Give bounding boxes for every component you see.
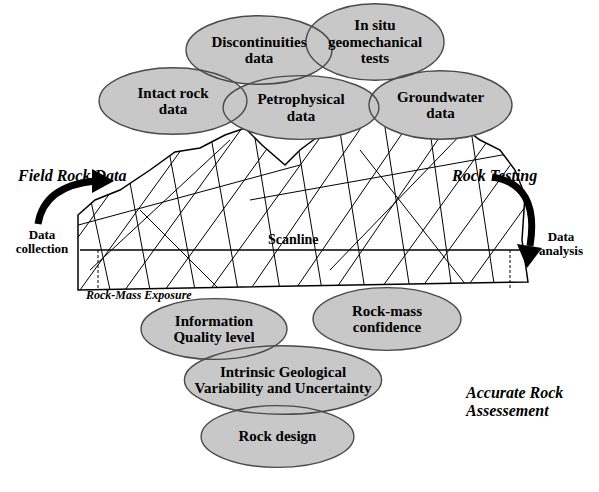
text-label: Accurate Rock Assessement: [466, 384, 594, 419]
node-label: Intact rock data: [127, 85, 219, 118]
text-label: Rock-Mass Exposure: [86, 289, 246, 302]
text-label: Scanline: [268, 232, 348, 247]
ellipse-node: Rock design: [200, 405, 355, 468]
ellipse-node: Information Quality level: [140, 298, 288, 360]
node-text-box: Discontinuities data: [185, 15, 333, 85]
ellipse-outline: [184, 346, 381, 415]
scanline: [80, 249, 522, 251]
ellipse-outline: [369, 71, 512, 140]
node-label: In situ geomechanical tests: [325, 17, 425, 67]
ellipse-outline: [313, 288, 461, 351]
node-label: Rock-mass confidence: [342, 303, 432, 336]
node-text-box: Intact rock data: [98, 67, 248, 135]
scanline-end: [98, 250, 99, 290]
text-label: Rock Testing: [452, 167, 592, 185]
node-text-box: Information Quality level: [140, 298, 288, 360]
ellipse-node: In situ geomechanical tests: [305, 3, 445, 81]
ellipse-outline: [223, 76, 379, 140]
ellipse-outline: [306, 4, 444, 80]
ellipse-outline: [141, 299, 287, 360]
node-label: Discontinuities data: [203, 34, 315, 67]
text-label: Field Rock Data: [18, 167, 168, 185]
ellipse-node: Intrinsic Geological Variability and Unc…: [183, 345, 383, 415]
ellipse-outline: [201, 406, 354, 468]
node-text-box: Petrophysical data: [222, 75, 380, 140]
node-text-box: Rock-mass confidence: [312, 287, 462, 351]
curved-arrow: [492, 177, 532, 246]
ellipse-outline: [201, 406, 354, 468]
ellipse-node: Petrophysical data: [222, 75, 380, 140]
ellipse-outline: [313, 288, 461, 351]
text-label: Data analysis: [530, 230, 592, 259]
ellipse-node: Rock-mass confidence: [312, 287, 462, 351]
node-text-box: Intrinsic Geological Variability and Unc…: [183, 345, 383, 415]
ellipse-node: Groundwater data: [368, 70, 513, 140]
node-label: Information Quality level: [164, 313, 264, 346]
text-label: Data collection: [12, 228, 72, 257]
ellipse-outline: [141, 299, 287, 360]
scanline-end: [510, 250, 511, 288]
node-text-box: In situ geomechanical tests: [305, 3, 445, 81]
arrow-head: [517, 244, 542, 268]
ellipse-node: Intact rock data: [98, 67, 248, 135]
ellipse-node: Discontinuities data: [185, 15, 333, 85]
ellipse-outline: [369, 71, 512, 140]
node-label: Petrophysical data: [251, 91, 351, 124]
ellipse-outline: [306, 4, 444, 80]
node-label: Rock design: [239, 428, 317, 445]
curved-arrow: [38, 181, 95, 224]
node-label: Groundwater data: [393, 89, 488, 122]
node-text-box: Groundwater data: [368, 70, 513, 140]
ellipse-outline: [223, 76, 379, 140]
node-text-box: Rock design: [200, 405, 355, 468]
ellipse-outline: [184, 346, 381, 415]
node-label: Intrinsic Geological Variability and Unc…: [194, 364, 372, 397]
